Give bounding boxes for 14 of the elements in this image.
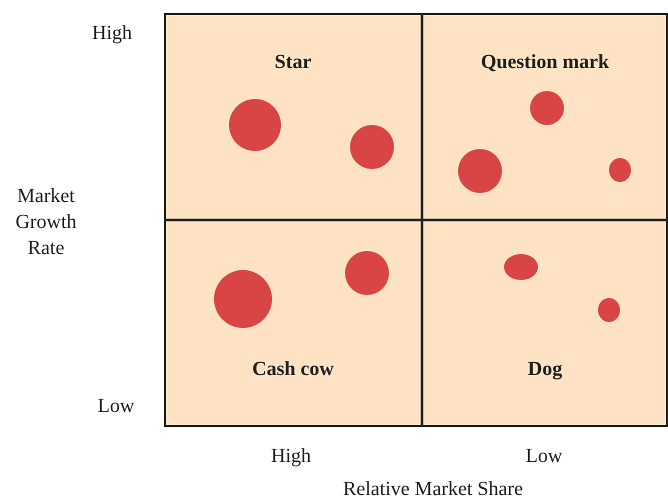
axis-title: Market Growth Rate [14,184,78,261]
quadrant-title: Cash cow [252,358,334,381]
axis-tick-label: Low [98,395,134,417]
axis-tick-label: High [271,445,311,467]
axis-title: Relative Market Share [343,478,523,498]
quadrant-title: Dog [528,358,562,381]
axis-tick-label: High [92,22,132,44]
quadrant-box [164,13,422,220]
axis-tick-label: Low [526,445,562,467]
quadrant-title: Question mark [480,51,610,74]
quadrant-box [422,13,668,220]
quadrant-title: Star [274,51,312,74]
quadrant-box [422,220,668,427]
quadrant-box [164,220,422,427]
